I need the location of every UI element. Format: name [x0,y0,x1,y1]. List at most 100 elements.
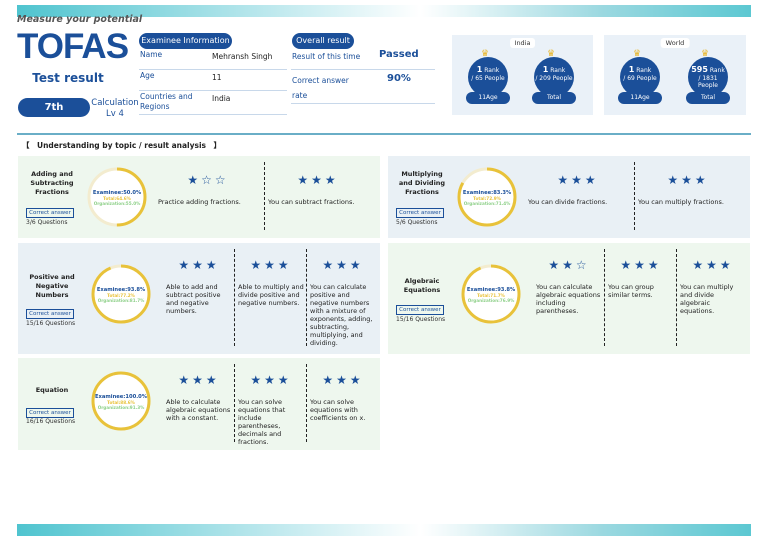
section-title: 【 Understanding by topic / result analys… [22,141,222,150]
skill-column: ★★★ Able to add and subtract positive and… [166,259,232,335]
rank-circle: ♛ 595 Rank / 1831 People [688,49,728,97]
rate-label: Correct answer rate [292,76,349,100]
rank-tag: Total [686,92,730,104]
column-divider [604,249,605,346]
top-gradient-bar [17,5,751,17]
score-gauge: Examinee:100.0%Total:88.6%Organization:9… [91,371,151,431]
gauge-total-label: Total:71.7% [477,293,505,298]
star-rating: ★★★ [667,173,709,187]
skill-text: You can group similar terms. [608,283,654,299]
skill-column: ★☆☆ Practice adding fractions. [158,174,258,250]
column-divider [264,162,265,230]
gauge-total-label: Total:72.9% [473,196,501,201]
rank-number: 1 [542,65,549,74]
column-divider [234,249,235,346]
correct-answer-label: Correct answer [396,208,444,218]
skill-column: ★★★ You can calculate positive and negati… [310,259,376,347]
skill-column: ★★★Able to calculate algebraic equations… [166,374,232,450]
skill-text: Practice adding fractions. [158,198,241,206]
topic-title: Adding and Subtracting Fractions [30,170,74,196]
crown-icon: ♛ [701,49,710,59]
ranking-scope-label: India [509,38,536,48]
skill-text: You can solve equations that include par… [238,398,286,446]
rank-total: / 69 [623,75,635,82]
correct-answer-label: Correct answer [26,309,74,319]
skill-text: You can solve equations with coefficient… [310,398,366,422]
star-rating: ★★★ [692,258,734,272]
gauge-arc [87,167,147,227]
rank-number: 595 [691,65,708,74]
rank-total: / 1831 [698,75,718,82]
skill-text: Able to add and subtract positive and ne… [166,283,221,315]
gauge-org-label: Organization:71.4% [464,201,511,206]
info-row-age: Age 11 [139,69,287,91]
skill-column: ★★★You can multiply fractions. [638,174,738,250]
star-rating: ★★★ [178,258,220,272]
gauge-arc [91,371,151,431]
question-count: 5/6 Questions [396,219,438,226]
rank-total: / 65 [471,75,483,82]
correct-answer-label: Correct answer [26,408,74,418]
topic-title: Algebraic Equations [403,277,441,294]
gauge-org-label: Organization:55.0% [94,201,141,206]
gauge-examinee-label: Examinee:93.8% [467,287,516,293]
skill-text: Able to multiply and divide positive and… [238,283,304,307]
skill-column: ★★★Able to multiply and divide positive … [238,259,304,335]
question-count: 16/16 Questions [26,418,76,425]
grade-badge: 7th [18,98,90,117]
course-label: Calculation Lv 4 [91,98,139,119]
info-value: 11 [212,73,222,82]
skill-text: You can divide fractions. [528,198,608,206]
rank-number: 1 [628,65,635,74]
info-row-name: Name Mehransh Singh [139,48,287,70]
gauge-examinee-label: Examinee:100.0% [95,394,148,400]
rank-circle: ♛ 1 Rank / 65 People [468,49,508,97]
rank-number: 1 [476,65,483,74]
gauge-examinee-label: Examinee:83.3% [463,190,512,196]
result-label: Result of this time [292,52,361,61]
gauge-arc [457,167,517,227]
star-rating: ★☆☆ [187,173,229,187]
skill-column: ★★★You can multiply and divide algebraic… [680,259,746,335]
info-row-country: Countries and Regions India [139,90,287,115]
gauge-org-label: Organization:76.9% [468,298,515,303]
skill-text: You can subtract fractions. [268,198,355,206]
score-gauge: Examinee:93.8%Total:77.2%Organization:81… [91,264,151,324]
skill-text: You can calculate positive and negative … [310,283,373,347]
question-count: 15/16 Questions [396,316,446,323]
rank-tag: 11Age [466,92,510,104]
star-rating: ★★★ [322,258,364,272]
crown-icon: ♛ [633,49,642,59]
gauge-examinee-label: Examinee:93.8% [97,287,146,293]
column-divider [306,249,307,346]
skill-column: ★★★You can solve equations with coeffici… [310,374,376,450]
gauge-examinee-label: Examinee:50.0% [93,190,142,196]
result-row: Result of this time Passed [291,48,435,70]
correct-answer-label: Correct answer [396,305,444,315]
correct-answer-label: Correct answer [26,208,74,218]
result-value: Passed [379,49,419,60]
column-divider [306,364,307,442]
gauge-org-label: Organization:91.3% [98,405,145,410]
test-result-title: Test result [32,71,104,85]
examinee-info-header: Examinee Information [139,33,232,49]
question-count: 15/16 Questions [26,320,76,327]
star-rating: ★★★ [178,373,220,387]
skill-column: ★★★You can solve equations that include … [238,374,304,450]
column-divider [234,364,235,442]
tofas-logo: TOFAS [17,27,129,66]
gauge-total-label: Total:64.6% [103,196,131,201]
skill-column: ★★★You can subtract fractions. [268,174,368,250]
rank-tag: 11Age [618,92,662,104]
skill-column: ★★☆You can calculate algebraic equations… [536,259,602,335]
skill-column: ★★★You can group similar terms. [608,259,674,335]
crown-icon: ♛ [547,49,556,59]
topic-title: Positive and Negative Numbers [29,273,75,299]
question-count: 3/6 Questions [26,219,68,226]
rank-total: / 209 [535,75,551,82]
gauge-arc [91,264,151,324]
rank-circle: ♛ 1 Rank / 209 People [534,49,574,97]
